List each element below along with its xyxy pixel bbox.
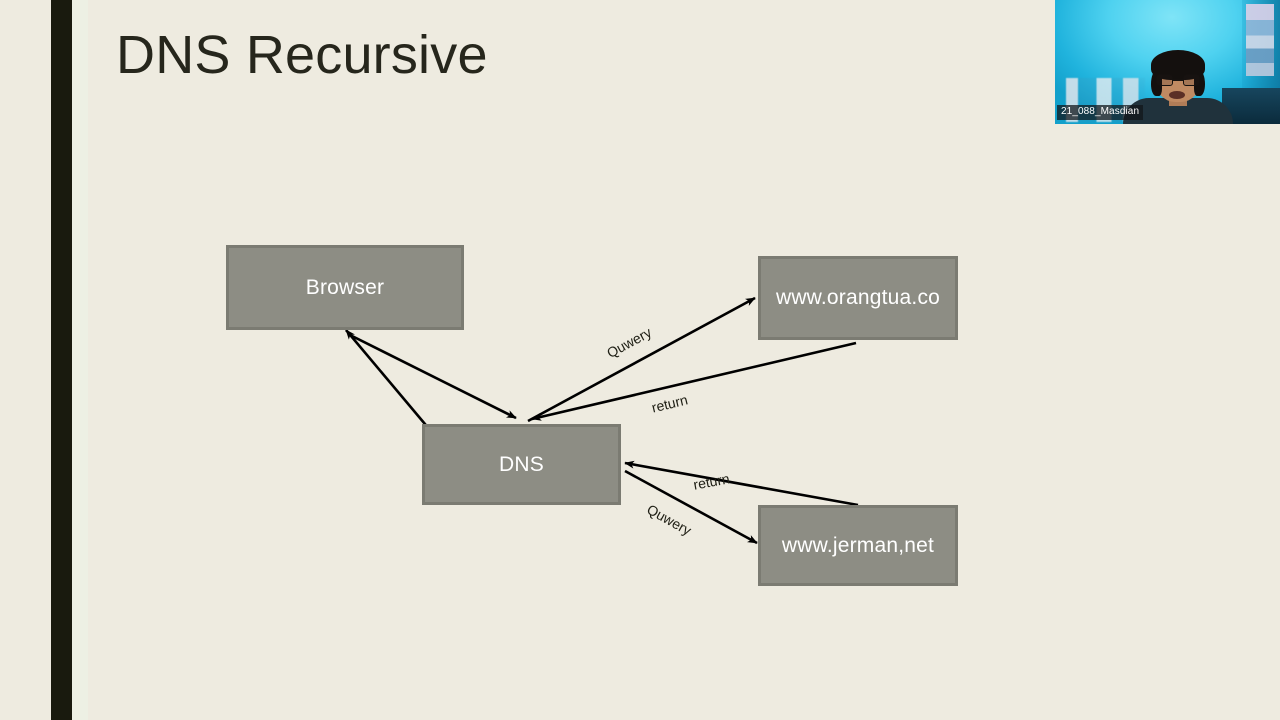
- page-title: DNS Recursive: [116, 25, 488, 85]
- edge-label-dns-to-jerman: Quwery: [644, 501, 695, 539]
- node-browser-label: Browser: [305, 275, 385, 299]
- node-jerman[interactable]: www.jerman,net: [758, 505, 958, 586]
- edge-jerman-to-dns: [624, 460, 859, 507]
- accent-stripe-dark: [51, 0, 72, 720]
- node-dns[interactable]: DNS: [422, 424, 621, 505]
- edge-label-jerman-to-dns: return: [692, 470, 731, 493]
- wall-poster: [1246, 4, 1274, 76]
- glasses-icon: [1156, 74, 1200, 86]
- edge-dns-to-jerman: [624, 469, 758, 545]
- node-orangtua[interactable]: www.orangtua.co: [758, 256, 958, 340]
- person-mouth: [1169, 91, 1185, 99]
- node-dns-label: DNS: [499, 452, 544, 476]
- glasses-lens-right: [1183, 74, 1200, 86]
- accent-stripe-light: [72, 0, 88, 720]
- node-orangtua-label: www.orangtua.co: [775, 286, 941, 309]
- node-jerman-label: www.jerman,net: [781, 533, 935, 557]
- edge-orangtua-to-dns: [531, 341, 857, 421]
- glasses-lens-left: [1156, 74, 1173, 86]
- edge-label-orangtua-to-dns: return: [650, 391, 690, 416]
- left-margin-band: [0, 0, 51, 720]
- edge-label-dns-to-orangtua: Quwery: [604, 323, 655, 362]
- edge-dns-to-browser: [345, 329, 431, 431]
- edge-browser-to-dns: [349, 333, 517, 420]
- webcam-person: [1123, 50, 1233, 124]
- edge-dns-to-orangtua: [527, 296, 756, 423]
- webcam-participant-name: 21_088_Masdian: [1057, 105, 1144, 120]
- node-browser[interactable]: Browser: [226, 245, 464, 330]
- webcam-tile[interactable]: 21_088_Masdian: [1055, 0, 1280, 124]
- glasses-bridge: [1173, 79, 1183, 81]
